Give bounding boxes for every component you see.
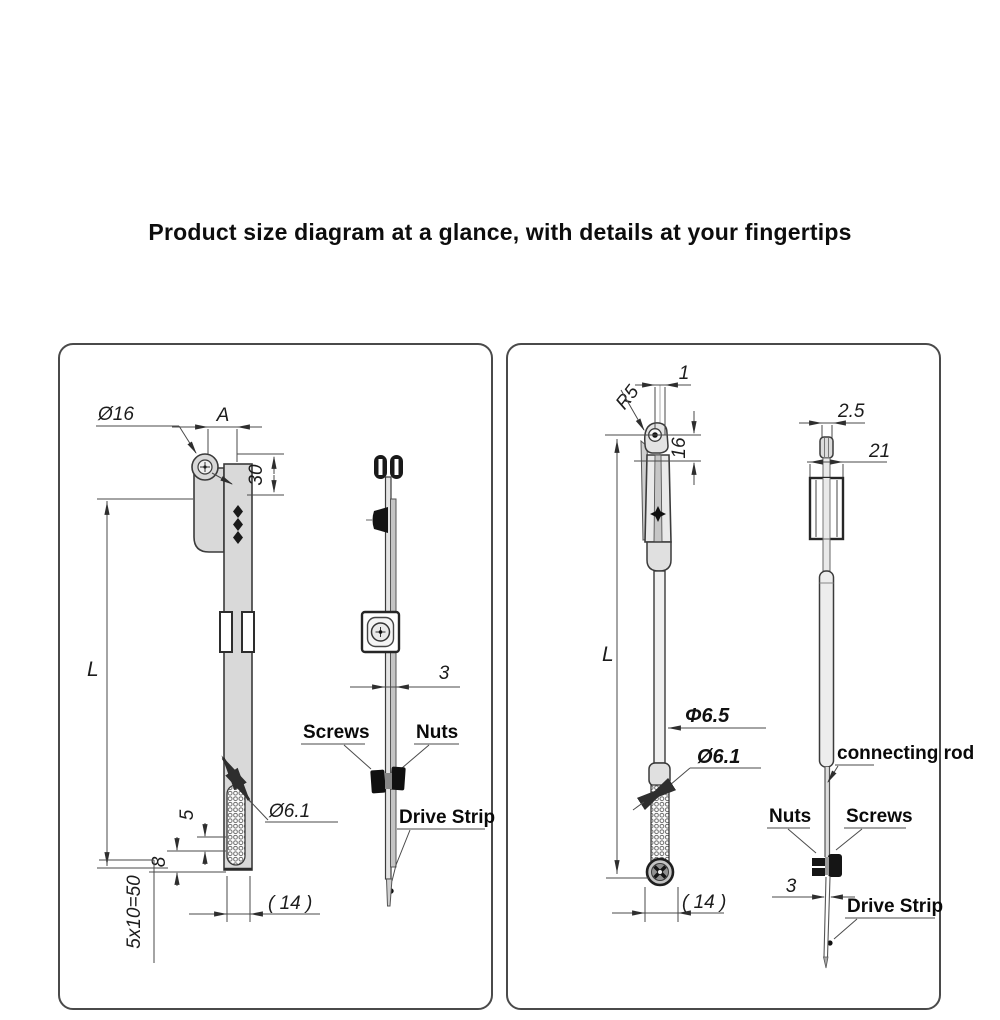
dim-tip-width: 2.5 xyxy=(837,401,865,422)
left-drawing-panel: Ø16 A 30 L Ø6.1 5 xyxy=(58,343,495,1010)
rod-side-view: 2.5 21 connecting rod Nuts xyxy=(767,401,974,969)
flat-bar-side-view: 3 Screws Nuts Drive Strip xyxy=(301,455,495,907)
dim-slot-spec: 5x10=50 xyxy=(124,875,145,949)
dim-foot-width: ( 14 ) xyxy=(268,893,312,914)
rod-top-knob xyxy=(819,436,834,459)
dim-length: L xyxy=(87,658,99,681)
star-mark xyxy=(650,506,666,522)
dim-radius: R5 xyxy=(612,381,644,413)
ferrule xyxy=(646,541,672,572)
label-screws: Screws xyxy=(303,722,370,743)
dim-thickness: 3 xyxy=(439,663,450,684)
clip-block xyxy=(372,507,388,533)
flat-drive-bar-drawing: Ø16 A 30 L Ø6.1 5 xyxy=(87,404,495,963)
flat-bar-front-view xyxy=(191,453,255,871)
strip-tip xyxy=(385,878,393,907)
diamond-marks xyxy=(233,505,243,544)
dim-end-offset: 8 xyxy=(149,856,170,867)
guide-slot xyxy=(219,611,233,653)
front-view-dimensions: Ø16 A 30 L Ø6.1 5 xyxy=(87,404,338,963)
guide-slot xyxy=(241,611,255,653)
dim-head-diameter: Ø16 xyxy=(97,404,134,425)
screw-nut-cluster xyxy=(370,766,406,794)
strip-tip xyxy=(822,956,829,969)
dim-hole-diameter: Ø6.1 xyxy=(268,801,310,822)
label-connecting-rod: connecting rod xyxy=(837,743,974,764)
page-title: Product size diagram at a glance, with d… xyxy=(148,219,852,245)
strip-pivot-dot xyxy=(827,940,833,946)
label-drive-strip: Drive Strip xyxy=(399,807,495,828)
rod-shaft xyxy=(653,570,666,764)
label-nuts: Nuts xyxy=(416,722,458,743)
dim-head-height: 16 xyxy=(669,437,690,459)
lower-cap xyxy=(648,762,671,787)
label-nuts: Nuts xyxy=(769,806,811,827)
dim-width-a: A xyxy=(216,405,230,426)
right-drawing-panel: 1 R5 16 L Φ6.5 Ø6.1 ( xyxy=(506,343,974,1010)
dim-pitch: 5 xyxy=(177,809,198,820)
dim-hole-diameter: Ø6.1 xyxy=(697,746,740,768)
perforated-slot xyxy=(226,784,246,866)
dim-length: L xyxy=(602,643,614,666)
connecting-rod-drawing: 1 R5 16 L Φ6.5 Ø6.1 ( xyxy=(602,363,974,969)
label-screws: Screws xyxy=(846,806,913,827)
rod-front-view xyxy=(640,385,675,887)
dim-head-height: 30 xyxy=(246,464,267,486)
dim-foot-width: ( 14 ) xyxy=(682,892,726,913)
dim-thickness: 3 xyxy=(786,876,797,897)
screw-nut-cluster xyxy=(812,854,842,877)
rod-front-dimensions: 1 R5 16 L Φ6.5 Ø6.1 ( xyxy=(602,363,766,922)
label-drive-strip: Drive Strip xyxy=(847,896,943,917)
screw-foot xyxy=(645,857,675,887)
square-nut-block xyxy=(360,610,401,654)
back-strip-profile xyxy=(390,498,397,868)
dim-rod-diameter: Φ6.5 xyxy=(685,705,730,727)
dim-bracket-width: 21 xyxy=(868,441,890,462)
dim-tip-width: 1 xyxy=(679,363,690,384)
rod-tube xyxy=(818,570,835,768)
